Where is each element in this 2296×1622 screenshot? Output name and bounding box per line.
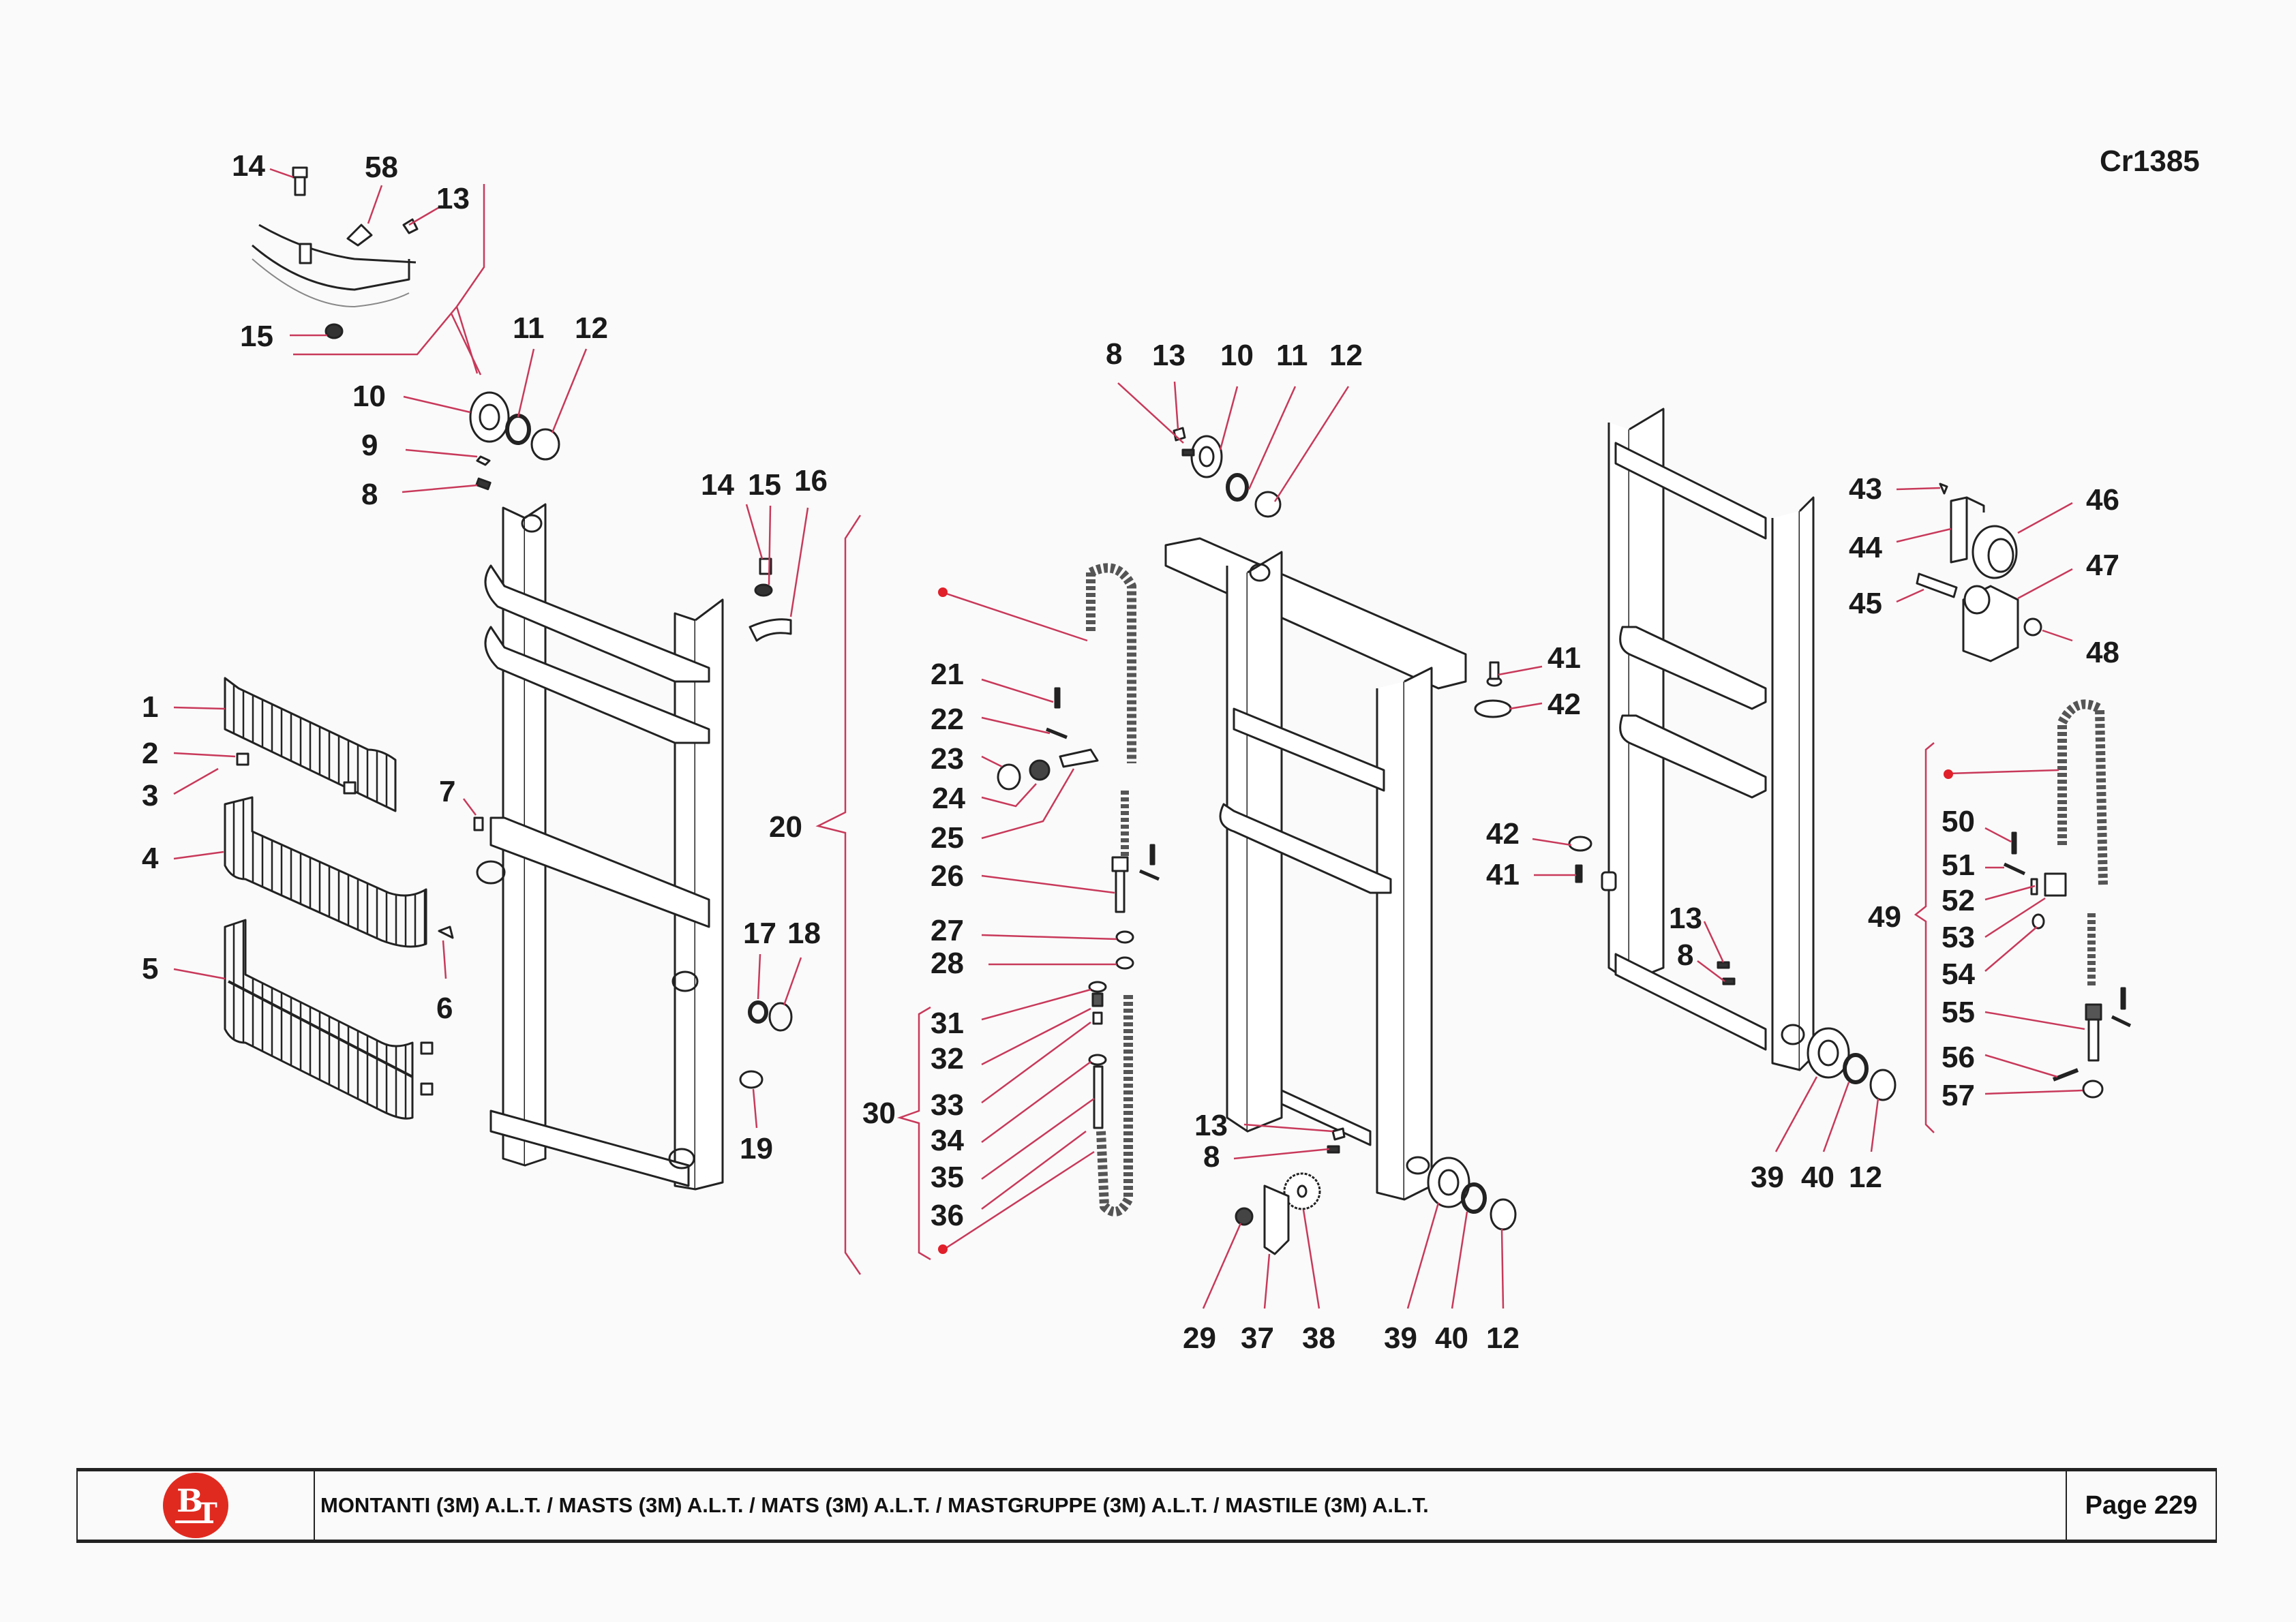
callout: 47 — [2086, 549, 2119, 582]
callout: 41 — [1547, 641, 1581, 675]
roller-set-top-left — [469, 391, 560, 491]
title-block: B T MONTANTI (3M) A.L.T. / MASTS (3M) A.… — [76, 1468, 2217, 1543]
callout: 37 — [1241, 1321, 1274, 1355]
middle-mast — [1164, 427, 1517, 1255]
guard-panel-4 — [224, 796, 427, 948]
callout: 8 — [361, 478, 378, 511]
guard-clips — [236, 752, 484, 1096]
callout: 24 — [932, 782, 965, 815]
callout: 33 — [931, 1088, 964, 1122]
callout: 39 — [1384, 1321, 1417, 1355]
callout: 29 — [1183, 1321, 1216, 1355]
callout: 19 — [740, 1132, 773, 1165]
callout: 58 — [365, 151, 398, 184]
callout: 30 — [862, 1097, 896, 1130]
callout: 40 — [1801, 1161, 1834, 1194]
callout: 12 — [1329, 339, 1363, 372]
callout: 14 — [232, 149, 265, 183]
callout: 44 — [1849, 531, 1882, 564]
callout: 45 — [1849, 587, 1882, 620]
callout: 13 — [1669, 902, 1702, 935]
callout: 52 — [1942, 884, 1975, 917]
callout: 18 — [787, 917, 821, 950]
leader-lines — [173, 168, 2085, 1309]
callout: 48 — [2086, 636, 2119, 669]
drawing-code: Cr1385 — [2100, 144, 2200, 178]
callout: 50 — [1942, 805, 1975, 838]
lift-chain-2 — [2003, 699, 2132, 1099]
callout: 22 — [931, 703, 964, 736]
bt-logo: B T — [163, 1473, 228, 1538]
callout: 35 — [931, 1161, 964, 1194]
callout: 31 — [931, 1007, 964, 1040]
callout: 41 — [1486, 858, 1520, 891]
callout: 7 — [439, 775, 455, 808]
callout: 8 — [1677, 938, 1693, 972]
callout: 32 — [931, 1042, 964, 1075]
pulley-assembly — [1916, 483, 2042, 662]
callout: 43 — [1849, 472, 1882, 506]
callout: 12 — [1486, 1321, 1520, 1355]
callout: 51 — [1942, 848, 1975, 882]
callout: 3 — [142, 779, 158, 812]
chain-reference-dots — [938, 587, 1953, 1254]
callout: 16 — [794, 464, 828, 498]
callout: 13 — [1194, 1109, 1228, 1142]
callout: 40 — [1435, 1321, 1468, 1355]
callout: 15 — [240, 320, 273, 353]
callout: 49 — [1868, 900, 1901, 934]
callout: 10 — [1220, 339, 1254, 372]
page-title: MONTANTI (3M) A.L.T. / MASTS (3M) A.L.T.… — [320, 1493, 1429, 1517]
callout: 21 — [931, 658, 964, 691]
callout: 23 — [931, 742, 964, 776]
callout: 57 — [1942, 1079, 1975, 1112]
callout: 55 — [1942, 996, 1975, 1029]
callout: 20 — [769, 810, 802, 844]
callout: 11 — [1276, 339, 1308, 372]
callout: 25 — [931, 821, 964, 855]
lift-chain-1 — [997, 563, 1160, 1216]
page-number: Page 229 — [2066, 1471, 2216, 1540]
carriage-bar-detail — [252, 166, 419, 339]
callout: 39 — [1751, 1161, 1784, 1194]
callout: 46 — [2086, 483, 2119, 517]
callout: 54 — [1942, 958, 1975, 991]
callout: 13 — [436, 182, 470, 215]
logo-cell: B T — [78, 1471, 315, 1540]
guard-panel-1 — [224, 677, 397, 812]
callout: 15 — [748, 468, 781, 502]
callout: 38 — [1302, 1321, 1335, 1355]
callout: 53 — [1942, 921, 1975, 954]
callout: 26 — [931, 859, 964, 893]
inner-mast — [1568, 408, 1897, 1101]
callout: 13 — [1152, 339, 1185, 372]
callout: 5 — [142, 952, 158, 985]
callout: 42 — [1547, 688, 1581, 721]
callout: 6 — [436, 992, 453, 1025]
callout-labels: 14 58 13 15 11 12 10 9 8 1 2 3 4 5 6 7 1… — [142, 149, 2119, 1355]
callout: 27 — [931, 914, 964, 947]
callout: 8 — [1203, 1140, 1220, 1174]
callout: 34 — [931, 1124, 964, 1157]
callout: 2 — [142, 737, 158, 770]
callout: 28 — [931, 947, 964, 980]
callout: 1 — [142, 690, 158, 724]
callout: 10 — [352, 380, 386, 413]
callout: 12 — [575, 311, 608, 345]
guard-panel-5 — [224, 919, 414, 1120]
callout: 4 — [142, 842, 159, 875]
callout: 36 — [931, 1199, 964, 1232]
callout: 11 — [513, 311, 545, 345]
outer-mast — [476, 503, 793, 1191]
callout: 8 — [1106, 337, 1122, 371]
callout: 9 — [361, 429, 378, 462]
callout: 56 — [1942, 1041, 1975, 1074]
callout: 12 — [1849, 1161, 1882, 1194]
callout: 14 — [701, 468, 734, 502]
callout: 42 — [1486, 817, 1520, 851]
callout: 17 — [743, 917, 776, 950]
